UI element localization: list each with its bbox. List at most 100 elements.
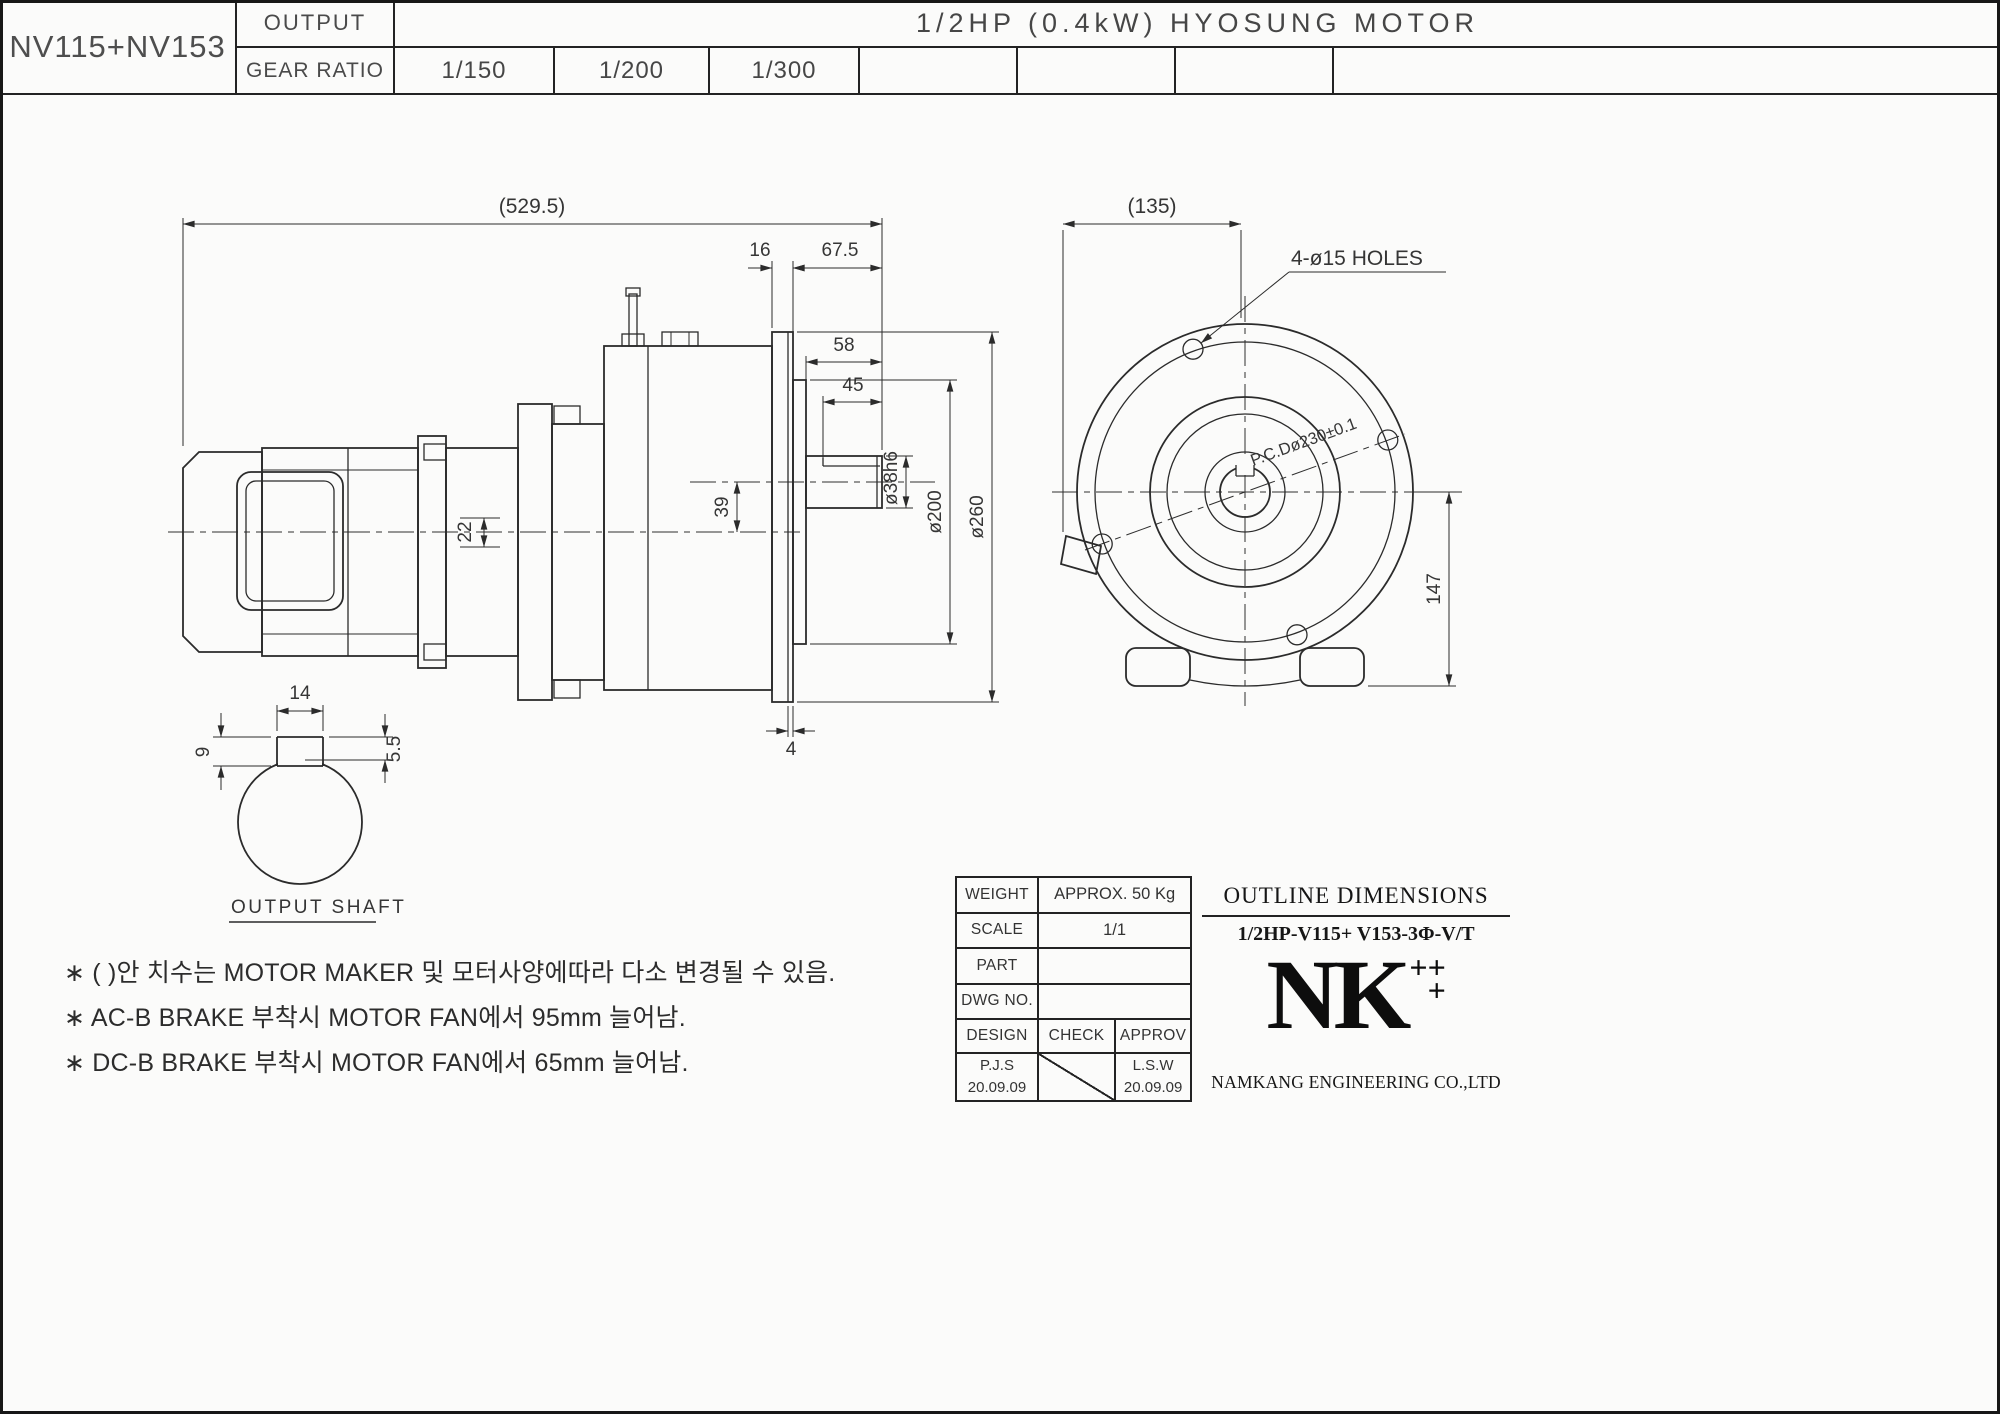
scale-label: SCALE xyxy=(957,913,1039,947)
dim-front-height: 147 xyxy=(1424,573,1445,605)
output-shaft-label: OUTPUT SHAFT xyxy=(231,897,406,918)
weight-label: WEIGHT xyxy=(957,878,1039,912)
title-block-table: WEIGHT APPROX. 50 Kg SCALE 1/1 PART DWG … xyxy=(955,876,1193,1102)
outline-dimensions-title: OUTLINE DIMENSIONS xyxy=(1202,880,1510,917)
signoff-row: P.J.S 20.09.09 L.S.W 20.09.09 xyxy=(957,1054,1190,1100)
note-line-1: ∗ ( )안 치수는 MOTOR MAKER 및 모터사양에따라 다소 변경될 … xyxy=(64,959,836,987)
dim-spigot-diameter: ø200 xyxy=(925,490,946,533)
mounting-foot-left xyxy=(1125,647,1191,687)
shaft-detail-view: 14 9 5.5 OUTPUT SHAFT xyxy=(193,683,406,923)
nk-logo-text: NK xyxy=(1266,939,1411,1050)
dim-22: 22 xyxy=(455,521,476,542)
part-label: PART xyxy=(957,949,1039,983)
holes-callout: 4-ø15 HOLES xyxy=(1291,247,1423,270)
eye-bolt xyxy=(628,293,638,347)
weight-row: WEIGHT APPROX. 50 Kg xyxy=(957,878,1191,914)
dim-flange-thickness: 16 xyxy=(749,240,770,261)
approv-signature: L.S.W 20.09.09 xyxy=(1116,1054,1190,1100)
dim-key-height: 5.5 xyxy=(384,736,405,762)
gear-ratio-1: 1/150 xyxy=(395,48,555,95)
model-number: NV115+NV153 xyxy=(0,0,237,95)
oil-plug xyxy=(661,331,699,347)
weight-value: APPROX. 50 Kg xyxy=(1054,885,1176,904)
bolt-head xyxy=(423,643,447,661)
design-signature: P.J.S 20.09.09 xyxy=(957,1054,1039,1100)
output-mounting-flange xyxy=(771,331,794,703)
scale-row: SCALE 1/1 xyxy=(957,913,1191,949)
dwg-no-label: DWG NO. xyxy=(957,984,1039,1018)
note-line-3: ∗ DC-B BRAKE 부착시 MOTOR FAN에서 65mm 늘어남. xyxy=(64,1049,689,1077)
motor-adapter-flange xyxy=(417,435,447,669)
mounting-hole xyxy=(1286,624,1308,646)
spacer-ring xyxy=(445,447,519,657)
design-label: DESIGN xyxy=(957,1020,1039,1052)
dim-overall-length: (529.5) xyxy=(499,195,566,218)
bolt-head xyxy=(423,443,447,461)
side-view: (529.5) 16 67.5 58 45 ø38h6 ø200 xyxy=(168,195,999,760)
nk-logo-plus-marks: ++ + xyxy=(1409,949,1446,1009)
design-name: P.J.S xyxy=(980,1057,1014,1075)
flange-outer-circle xyxy=(1076,323,1414,661)
shaft-section-circle xyxy=(237,759,363,885)
dim-58: 58 xyxy=(833,335,854,356)
title-header: NV115+NV153 OUTPUT 1/2HP (0.4kW) HYOSUNG… xyxy=(0,0,2000,95)
approv-date: 20.09.09 xyxy=(1123,1079,1183,1096)
intermediate-flange xyxy=(517,403,553,701)
approv-name: L.S.W xyxy=(1132,1057,1174,1075)
bolt-head xyxy=(553,405,581,425)
dim-4: 4 xyxy=(786,739,797,760)
pcd-callout: P.C.Dø230±0.1 xyxy=(1248,415,1359,470)
dim-39: 39 xyxy=(712,496,733,517)
gear-ratio-label: GEAR RATIO xyxy=(237,48,395,95)
dwg-no-value xyxy=(1039,985,1190,1019)
dim-shaft-extension: 67.5 xyxy=(822,240,859,261)
bolt-head xyxy=(553,679,581,699)
gear-case-ring xyxy=(551,423,605,681)
mounting-hole xyxy=(1091,533,1113,555)
motor-spec: 1/2HP (0.4kW) HYOSUNG MOTOR xyxy=(395,0,2000,48)
dim-front-width: (135) xyxy=(1127,195,1176,218)
company-name: NAMKANG ENGINEERING CO.,LTD xyxy=(1211,1072,1501,1092)
dim-flange-diameter: ø260 xyxy=(967,495,988,538)
part-row: PART xyxy=(957,949,1191,985)
side-tab xyxy=(1059,534,1103,576)
mounting-foot-right xyxy=(1299,647,1365,687)
gear-ratio-empty-cell xyxy=(1018,48,1176,95)
gear-ratio-empty-cell xyxy=(860,48,1018,95)
title-block-branding: OUTLINE DIMENSIONS 1/2HP-V115+ V153-3Φ-V… xyxy=(1192,876,1520,1098)
signoff-header-row: DESIGN CHECK APPROV xyxy=(957,1020,1191,1054)
dim-45: 45 xyxy=(842,375,863,396)
output-label: OUTPUT xyxy=(237,0,395,48)
drawing-code: 1/2HP-V115+ V153-3Φ-V/T xyxy=(1237,923,1475,945)
pcd-line xyxy=(1084,433,1406,551)
dim-key-depth: 9 xyxy=(193,747,214,758)
gear-ratio-2: 1/200 xyxy=(555,48,710,95)
flange-spigot xyxy=(792,379,807,645)
nk-logo: NK ++ + xyxy=(1266,939,1446,1050)
title-block: WEIGHT APPROX. 50 Kg SCALE 1/1 PART DWG … xyxy=(955,876,1520,1102)
motor-fan-cover xyxy=(182,451,263,653)
check-label: CHECK xyxy=(1039,1020,1116,1052)
mounting-hole xyxy=(1377,429,1399,451)
design-date: 20.09.09 xyxy=(967,1079,1027,1096)
part-value xyxy=(1039,949,1190,983)
check-signature-empty xyxy=(1039,1054,1116,1100)
gearbox-body xyxy=(603,345,773,691)
front-view: (135) 4-ø15 HOLES P.C.Dø230±0.1 147 xyxy=(1052,195,1462,706)
mounting-hole xyxy=(1182,338,1204,360)
scale-value: 1/1 xyxy=(1103,920,1127,939)
nk-logo-plus-bottom: + xyxy=(1427,972,1446,1009)
dwg-no-row: DWG NO. xyxy=(957,984,1191,1020)
notes: ∗ ( )안 치수는 MOTOR MAKER 및 모터사양에따라 다소 변경될 … xyxy=(64,953,835,1088)
terminal-box xyxy=(236,471,344,611)
gear-ratio-empty-cell xyxy=(1334,48,2000,95)
approv-label: APPROV xyxy=(1119,1027,1187,1044)
nk-logo-plus-top: ++ xyxy=(1409,949,1446,985)
output-shaft xyxy=(805,455,883,509)
dim-shaft-diameter: ø38h6 xyxy=(881,451,902,505)
motor-body xyxy=(261,447,419,657)
gear-ratio-empty-cell xyxy=(1176,48,1334,95)
gear-ratio-3: 1/300 xyxy=(710,48,860,95)
